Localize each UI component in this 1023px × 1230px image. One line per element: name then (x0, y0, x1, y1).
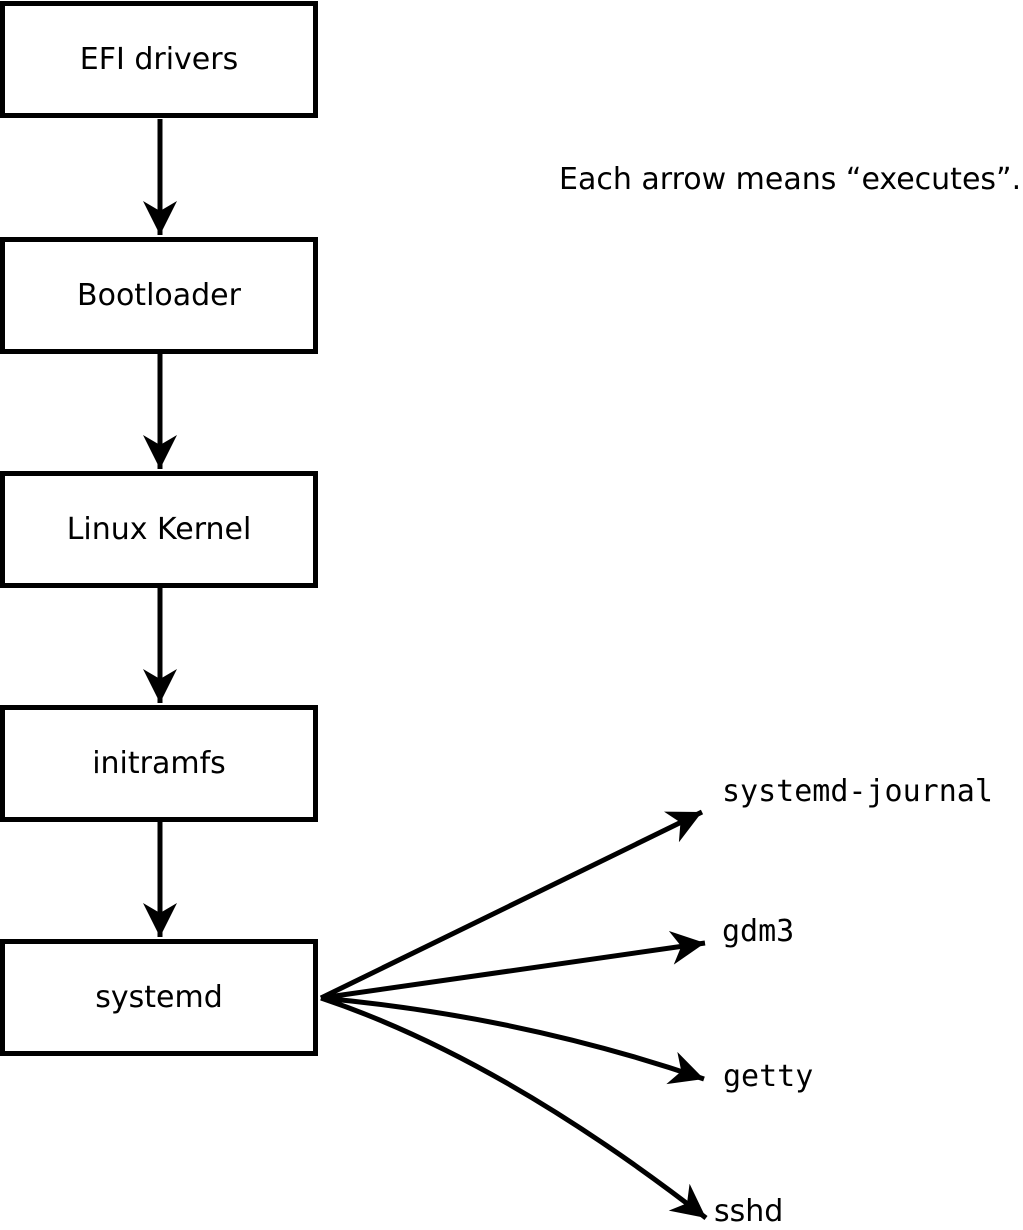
target-gdm3: gdm3 (722, 914, 795, 949)
node-bootloader: Bootloader (0, 237, 318, 354)
node-initramfs: initramfs (0, 705, 318, 822)
target-systemd-journal: systemd-journal (722, 774, 993, 809)
arrow-systemd-to-getty (320, 995, 705, 1085)
target-getty: getty (723, 1059, 814, 1094)
node-linux-kernel: Linux Kernel (0, 471, 318, 588)
arrow-systemd-to-gdm3 (320, 930, 706, 1001)
node-bootloader-label: Bootloader (77, 277, 241, 313)
target-sshd: sshd (714, 1194, 784, 1229)
node-linux-kernel-label: Linux Kernel (66, 511, 252, 547)
arrow-systemd-to-journal (319, 809, 704, 1001)
node-efi-drivers-label: EFI drivers (79, 41, 239, 77)
legend-note: Each arrow means “executes”. (559, 162, 1022, 197)
node-initramfs-label: initramfs (92, 745, 226, 781)
node-systemd: systemd (0, 939, 318, 1056)
node-efi-drivers: EFI drivers (0, 1, 318, 118)
arrow-systemd-to-sshd (320, 995, 708, 1220)
node-systemd-label: systemd (95, 979, 223, 1015)
